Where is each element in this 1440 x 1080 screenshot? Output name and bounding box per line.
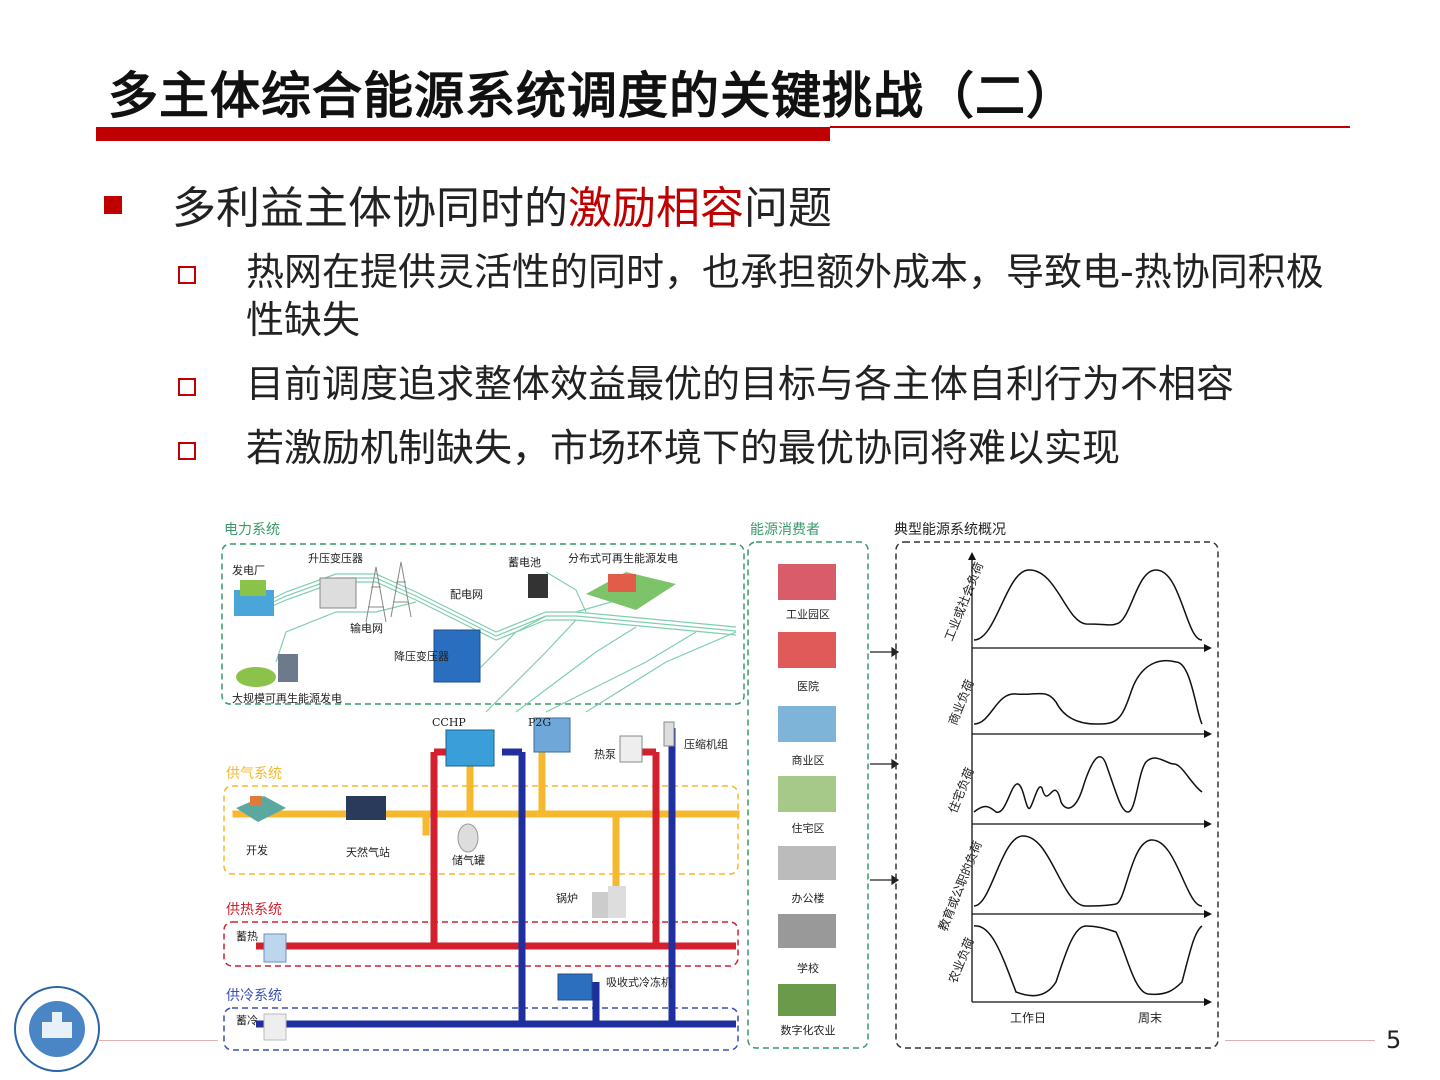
- sub-bullet-3: 若激励机制缺失，市场环境下的最优协同将难以实现: [246, 426, 1121, 470]
- consumers-box: [747, 541, 869, 1049]
- renewable-large-label: 大规模可再生能源发电: [232, 691, 342, 705]
- absorption-chiller-icon: [557, 973, 593, 1001]
- gas-tank-label: 储气罐: [452, 853, 485, 867]
- battery-icon: [528, 574, 548, 598]
- boiler-label: 锅炉: [556, 892, 578, 905]
- sub-bullet-2: 目前调度追求整体效益最优的目标与各主体自利行为不相容: [246, 362, 1235, 406]
- transmission-tower-icon: [365, 561, 412, 623]
- distribution-transformer-icon: [433, 629, 481, 683]
- page-number: 5: [1386, 1026, 1402, 1054]
- profile-row-industrial: 工业或社会负荷: [941, 560, 986, 644]
- absorption-chiller-label: 吸收式冷冻机: [606, 975, 672, 989]
- power-system-box: [221, 543, 745, 705]
- main-bullet: 多利益主体协同时的激励相容问题: [172, 172, 832, 236]
- profiles-label: 典型能源系统概况: [894, 522, 1006, 538]
- heat-storage-icon: [263, 933, 287, 963]
- consumer-residential: 住宅区: [792, 821, 825, 835]
- step-up-transformer-icon: [319, 577, 357, 609]
- power-plant-icon: [234, 580, 274, 616]
- power-system-label: 电力系统: [224, 522, 280, 538]
- profile-arrowheads: [968, 552, 1212, 1006]
- cchp-icon: [445, 729, 495, 767]
- heat-system-box: [223, 921, 739, 967]
- profile-axes: [971, 558, 1204, 1003]
- step-down-transformer-label: 降压变压器: [394, 649, 449, 663]
- footer-divider: [1225, 1040, 1375, 1041]
- gas-system-box: [223, 785, 739, 875]
- commercial-icon: [778, 706, 836, 742]
- industrial-park-icon: [778, 564, 836, 600]
- heat-system-label: 供热系统: [226, 902, 282, 918]
- sub-bullet-square-icon: [178, 266, 196, 284]
- profile-curve-education: [973, 835, 1203, 907]
- sub-bullet-square-icon: [178, 442, 196, 460]
- main-bullet-post: 问题: [744, 183, 832, 234]
- gas-system-label: 供气系统: [226, 766, 282, 782]
- cold-storage-label: 蓄冷: [236, 1014, 258, 1027]
- bullet-square-icon: [104, 196, 122, 214]
- cold-system-label: 供冷系统: [226, 988, 282, 1004]
- compressor-label: 压缩机组: [684, 737, 728, 751]
- digital-agriculture-icon: [778, 984, 836, 1016]
- gas-tank-icon: [457, 823, 479, 853]
- battery-label: 蓄电池: [508, 556, 541, 569]
- heat-pump-label: 热泵: [594, 748, 616, 761]
- heat-pump-icon: [619, 735, 643, 763]
- profile-curve-commercial: [973, 659, 1203, 725]
- consumer-agriculture: 数字化农业: [781, 1023, 836, 1037]
- heat-storage-label: 蓄热: [236, 930, 258, 943]
- cold-storage-icon: [263, 1013, 287, 1041]
- distribution-grid-label: 配电网: [450, 588, 483, 601]
- x-label-workday: 工作日: [1010, 1011, 1046, 1025]
- university-logo: [12, 984, 102, 1074]
- slide-title: 多主体综合能源系统调度的关键挑战（二）: [108, 67, 1077, 125]
- profile-curve-industrial: [973, 569, 1203, 641]
- title-underline-thin: [830, 126, 1350, 128]
- footer-divider: [98, 1040, 218, 1041]
- hospital-icon: [778, 632, 836, 668]
- title-underline: [96, 127, 830, 141]
- consumers-label: 能源消费者: [750, 522, 820, 538]
- consumer-industrial: 工业园区: [786, 608, 830, 621]
- boiler-icon: [592, 886, 626, 918]
- main-bullet-pre: 多利益主体协同时的: [172, 183, 568, 234]
- distributed-renewable-label: 分布式可再生能源发电: [568, 551, 678, 565]
- main-bullet-highlight: 激励相容: [568, 183, 744, 234]
- transmission-grid-label: 输电网: [350, 621, 383, 635]
- cchp-label: CCHP: [432, 716, 466, 729]
- sub-bullet-1: 热网在提供灵活性的同时，也承担额外成本，导致电-热协同积极性缺失: [246, 250, 1324, 342]
- school-icon: [778, 914, 836, 948]
- profile-row-education: 教育或公职的负荷: [935, 838, 985, 933]
- profiles-box: [895, 541, 1219, 1049]
- p2g-icon: [533, 717, 571, 753]
- office-icon: [778, 846, 836, 880]
- gas-development-label: 开发: [246, 843, 268, 857]
- gas-station-label: 天然气站: [346, 845, 390, 859]
- gas-station-icon: [346, 796, 386, 820]
- distributed-renewable-icon: [586, 572, 676, 610]
- cold-system-box: [223, 1007, 739, 1051]
- consumer-commercial: 商业区: [792, 753, 825, 767]
- consumer-school: 学校: [797, 961, 819, 975]
- residential-icon: [778, 776, 836, 812]
- consumer-office: 办公楼: [792, 891, 825, 905]
- renewable-large-icon: [236, 654, 298, 687]
- gas-development-icon: [236, 796, 286, 822]
- energy-system-figure: 电力系统 发电厂 升压变压器 输电网 大规模可再生能源发电 配电网 降压变压器: [216, 512, 1226, 1057]
- power-plant-label: 发电厂: [232, 563, 265, 577]
- profile-curve-residential: [973, 756, 1203, 813]
- consumer-hospital: 医院: [797, 679, 819, 693]
- profile-curve-agriculture: [973, 925, 1203, 997]
- x-label-weekend: 周末: [1138, 1011, 1162, 1025]
- p2g-label: P2G: [528, 716, 551, 729]
- step-up-transformer-label: 升压变压器: [308, 551, 363, 565]
- sub-bullet-square-icon: [178, 378, 196, 396]
- compressor-icon: [663, 721, 675, 747]
